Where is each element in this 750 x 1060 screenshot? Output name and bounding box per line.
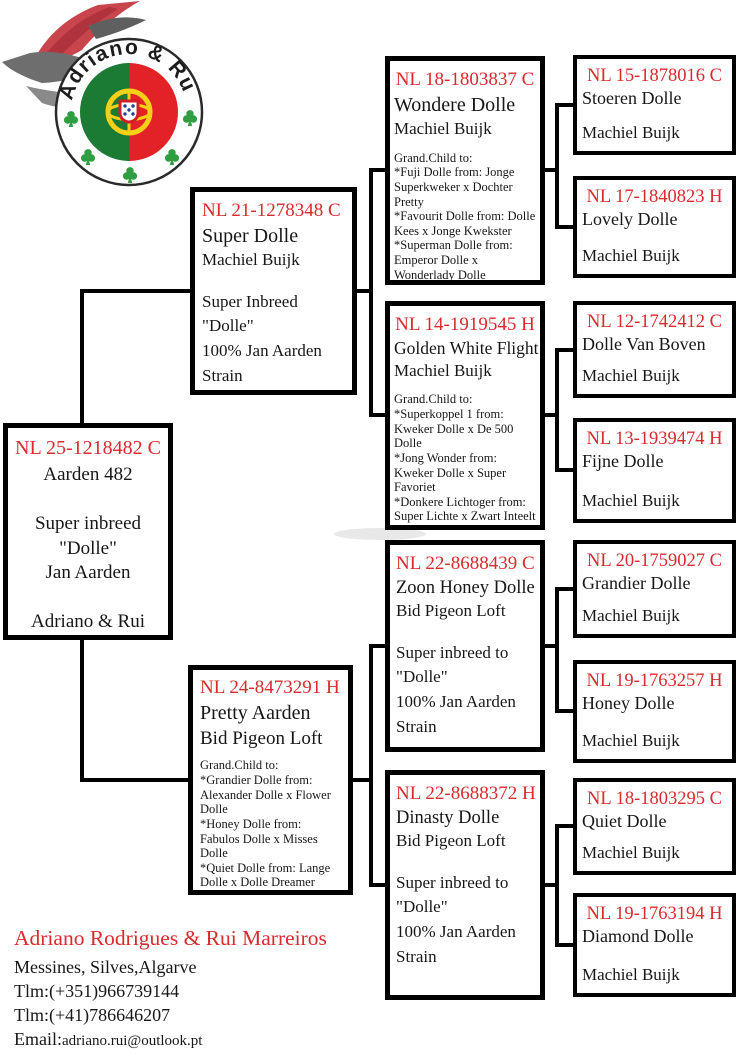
fancier-name: Machiel Buijk bbox=[394, 118, 492, 138]
ring-number: NL 19-1763257 H bbox=[586, 671, 723, 691]
great-grandparent-box: NL 13-1939474 H Fijne Dolle Machiel Buij… bbox=[573, 418, 736, 523]
maternal-grandfather-box: NL 22-8688439 C Zoon Honey Dolle Bid Pig… bbox=[385, 540, 545, 752]
great-grandparent-box: NL 15-1878016 C Stoeren Dolle Machiel Bu… bbox=[573, 55, 736, 155]
shield-icon bbox=[118, 99, 140, 124]
email-label: Email: bbox=[14, 1028, 62, 1049]
great-grandparent-box: NL 19-1763194 H Diamond Dolle Machiel Bu… bbox=[573, 893, 736, 997]
pigeon-name: Lovely Dolle bbox=[582, 209, 678, 230]
ring-number: NL 14-1919545 H bbox=[395, 314, 535, 335]
fancier-name: Bid Pigeon Loft bbox=[200, 727, 323, 749]
pigeon-name: Fijne Dolle bbox=[582, 451, 664, 472]
ring-number: NL 22-8688439 C bbox=[396, 553, 535, 574]
scan-smudge bbox=[334, 528, 426, 540]
fancier-name: Machiel Buijk bbox=[582, 123, 680, 143]
address-line: Messines, Silves,Algarve bbox=[14, 956, 197, 977]
pigeon-name: Golden White Flight bbox=[394, 337, 539, 358]
breeding-notes: Super inbreed to "Dolle" 100% Jan Aarden… bbox=[396, 872, 516, 966]
pigeon-name: Wondere Dolle bbox=[394, 93, 516, 116]
maternal-grandmother-box: NL 22-8688372 H Dinasty Dolle Bid Pigeon… bbox=[385, 770, 545, 1000]
email-address: adriano.rui@outlook.pt bbox=[62, 1032, 203, 1049]
great-grandparent-box: NL 12-1742412 C Dolle Van Boven Machiel … bbox=[573, 301, 736, 398]
paternal-grandfather-box: NL 18-1803837 C Wondere Dolle Machiel Bu… bbox=[385, 56, 545, 285]
clover-icon bbox=[164, 149, 180, 165]
ring-number: NL 18-1803837 C bbox=[395, 69, 535, 90]
pigeon-name: Zoon Honey Dolle bbox=[396, 577, 535, 598]
phone-line-2: Tlm:(+41)786646207 bbox=[14, 1004, 171, 1025]
subject-details: Aarden 482 Super inbreed "Dolle" Jan Aar… bbox=[31, 464, 145, 632]
great-grandparent-box: NL 19-1763257 H Honey Dolle Machiel Buij… bbox=[573, 660, 736, 763]
ring-number: NL 17-1840823 H bbox=[586, 187, 723, 207]
connector-dam bbox=[353, 644, 385, 887]
connector-mgf bbox=[545, 587, 573, 713]
fancier-name: Machiel Buijk bbox=[582, 965, 680, 985]
breeding-notes: Super Inbreed "Dolle" 100% Jan Aarden St… bbox=[202, 291, 322, 385]
loft-logo: Adriano & Rui bbox=[0, 0, 204, 187]
subject-box: NL 25-1218482 C Aarden 482 Super inbreed… bbox=[3, 423, 173, 640]
ring-number: NL 25-1218482 C bbox=[15, 437, 161, 459]
pigeon-name: Diamond Dolle bbox=[582, 926, 694, 947]
great-grandparent-box: NL 20-1759027 C Grandier Dolle Machiel B… bbox=[573, 540, 736, 638]
clover-icon bbox=[63, 111, 79, 127]
ring-number: NL 12-1742412 C bbox=[587, 312, 722, 332]
ring-number: NL 24-8473291 H bbox=[200, 677, 340, 698]
ring-number: NL 19-1763194 H bbox=[586, 904, 723, 924]
pigeon-name: Grandier Dolle bbox=[582, 573, 691, 594]
breeding-notes: Super inbreed to "Dolle" 100% Jan Aarden… bbox=[396, 642, 516, 736]
fancier-name: Machiel Buijk bbox=[582, 491, 680, 511]
breeding-notes: Grand.Child to: *Superkoppel 1 from: Kwe… bbox=[394, 392, 536, 525]
fancier-name: Machiel Buijk bbox=[582, 843, 680, 863]
dam-box: NL 24-8473291 H Pretty Aarden Bid Pigeon… bbox=[188, 665, 353, 895]
clover-icon bbox=[182, 110, 198, 126]
fancier-name: Machiel Buijk bbox=[582, 366, 680, 386]
connector-subject bbox=[80, 289, 190, 782]
ring-number: NL 20-1759027 C bbox=[587, 551, 722, 571]
fancier-name: Machiel Buijk bbox=[394, 360, 492, 380]
pigeon-name: Pretty Aarden bbox=[200, 701, 311, 724]
pigeon-name: Stoeren Dolle bbox=[582, 88, 682, 109]
fancier-name: Machiel Buijk bbox=[582, 731, 680, 751]
connector-sire bbox=[357, 168, 385, 417]
clover-icon bbox=[122, 167, 138, 183]
pigeon-name: Dinasty Dolle bbox=[396, 807, 500, 828]
great-grandparent-box: NL 18-1803295 C Quiet Dolle Machiel Buij… bbox=[573, 778, 736, 875]
contact-block: Adriano Rodrigues & Rui Marreiros Messin… bbox=[14, 926, 434, 1052]
phone-line-1: Tlm:(+351)966739144 bbox=[14, 980, 180, 1001]
connector-mgm bbox=[545, 824, 573, 947]
fancier-name: Bid Pigeon Loft bbox=[396, 830, 506, 850]
breeding-notes: Grand.Child to: *Grandier Dolle from: Al… bbox=[200, 758, 331, 890]
ring-number: NL 22-8688372 H bbox=[396, 783, 536, 804]
email-line: Email:adriano.rui@outlook.pt bbox=[14, 1028, 434, 1052]
paternal-grandmother-box: NL 14-1919545 H Golden White Flight Mach… bbox=[385, 301, 545, 530]
great-grandparent-box: NL 17-1840823 H Lovely Dolle Machiel Bui… bbox=[573, 176, 736, 278]
clover-icon bbox=[80, 149, 96, 165]
ring-number: NL 15-1878016 C bbox=[587, 66, 722, 86]
fancier-names-title: Adriano Rodrigues & Rui Marreiros bbox=[14, 926, 327, 950]
pigeon-name: Dolle Van Boven bbox=[582, 334, 706, 355]
connector-pgf bbox=[545, 103, 573, 229]
sire-box: NL 21-1278348 C Super Dolle Machiel Buij… bbox=[190, 187, 357, 395]
pigeon-name: Honey Dolle bbox=[582, 693, 675, 714]
fancier-name: Machiel Buijk bbox=[582, 246, 680, 266]
fancier-name: Machiel Buijk bbox=[582, 606, 680, 626]
connector-pgm bbox=[545, 348, 573, 472]
pigeon-name: Super Dolle bbox=[202, 224, 299, 247]
ring-number: NL 21-1278348 C bbox=[202, 200, 341, 221]
fancier-name: Machiel Buijk bbox=[202, 249, 300, 269]
fancier-name: Bid Pigeon Loft bbox=[396, 600, 506, 620]
ring-number: NL 13-1939474 H bbox=[586, 429, 723, 449]
breeding-notes: Grand.Child to: *Fuji Dolle from: Jonge … bbox=[394, 150, 536, 282]
pigeon-name: Quiet Dolle bbox=[582, 811, 667, 832]
ring-number: NL 18-1803295 C bbox=[587, 789, 722, 809]
